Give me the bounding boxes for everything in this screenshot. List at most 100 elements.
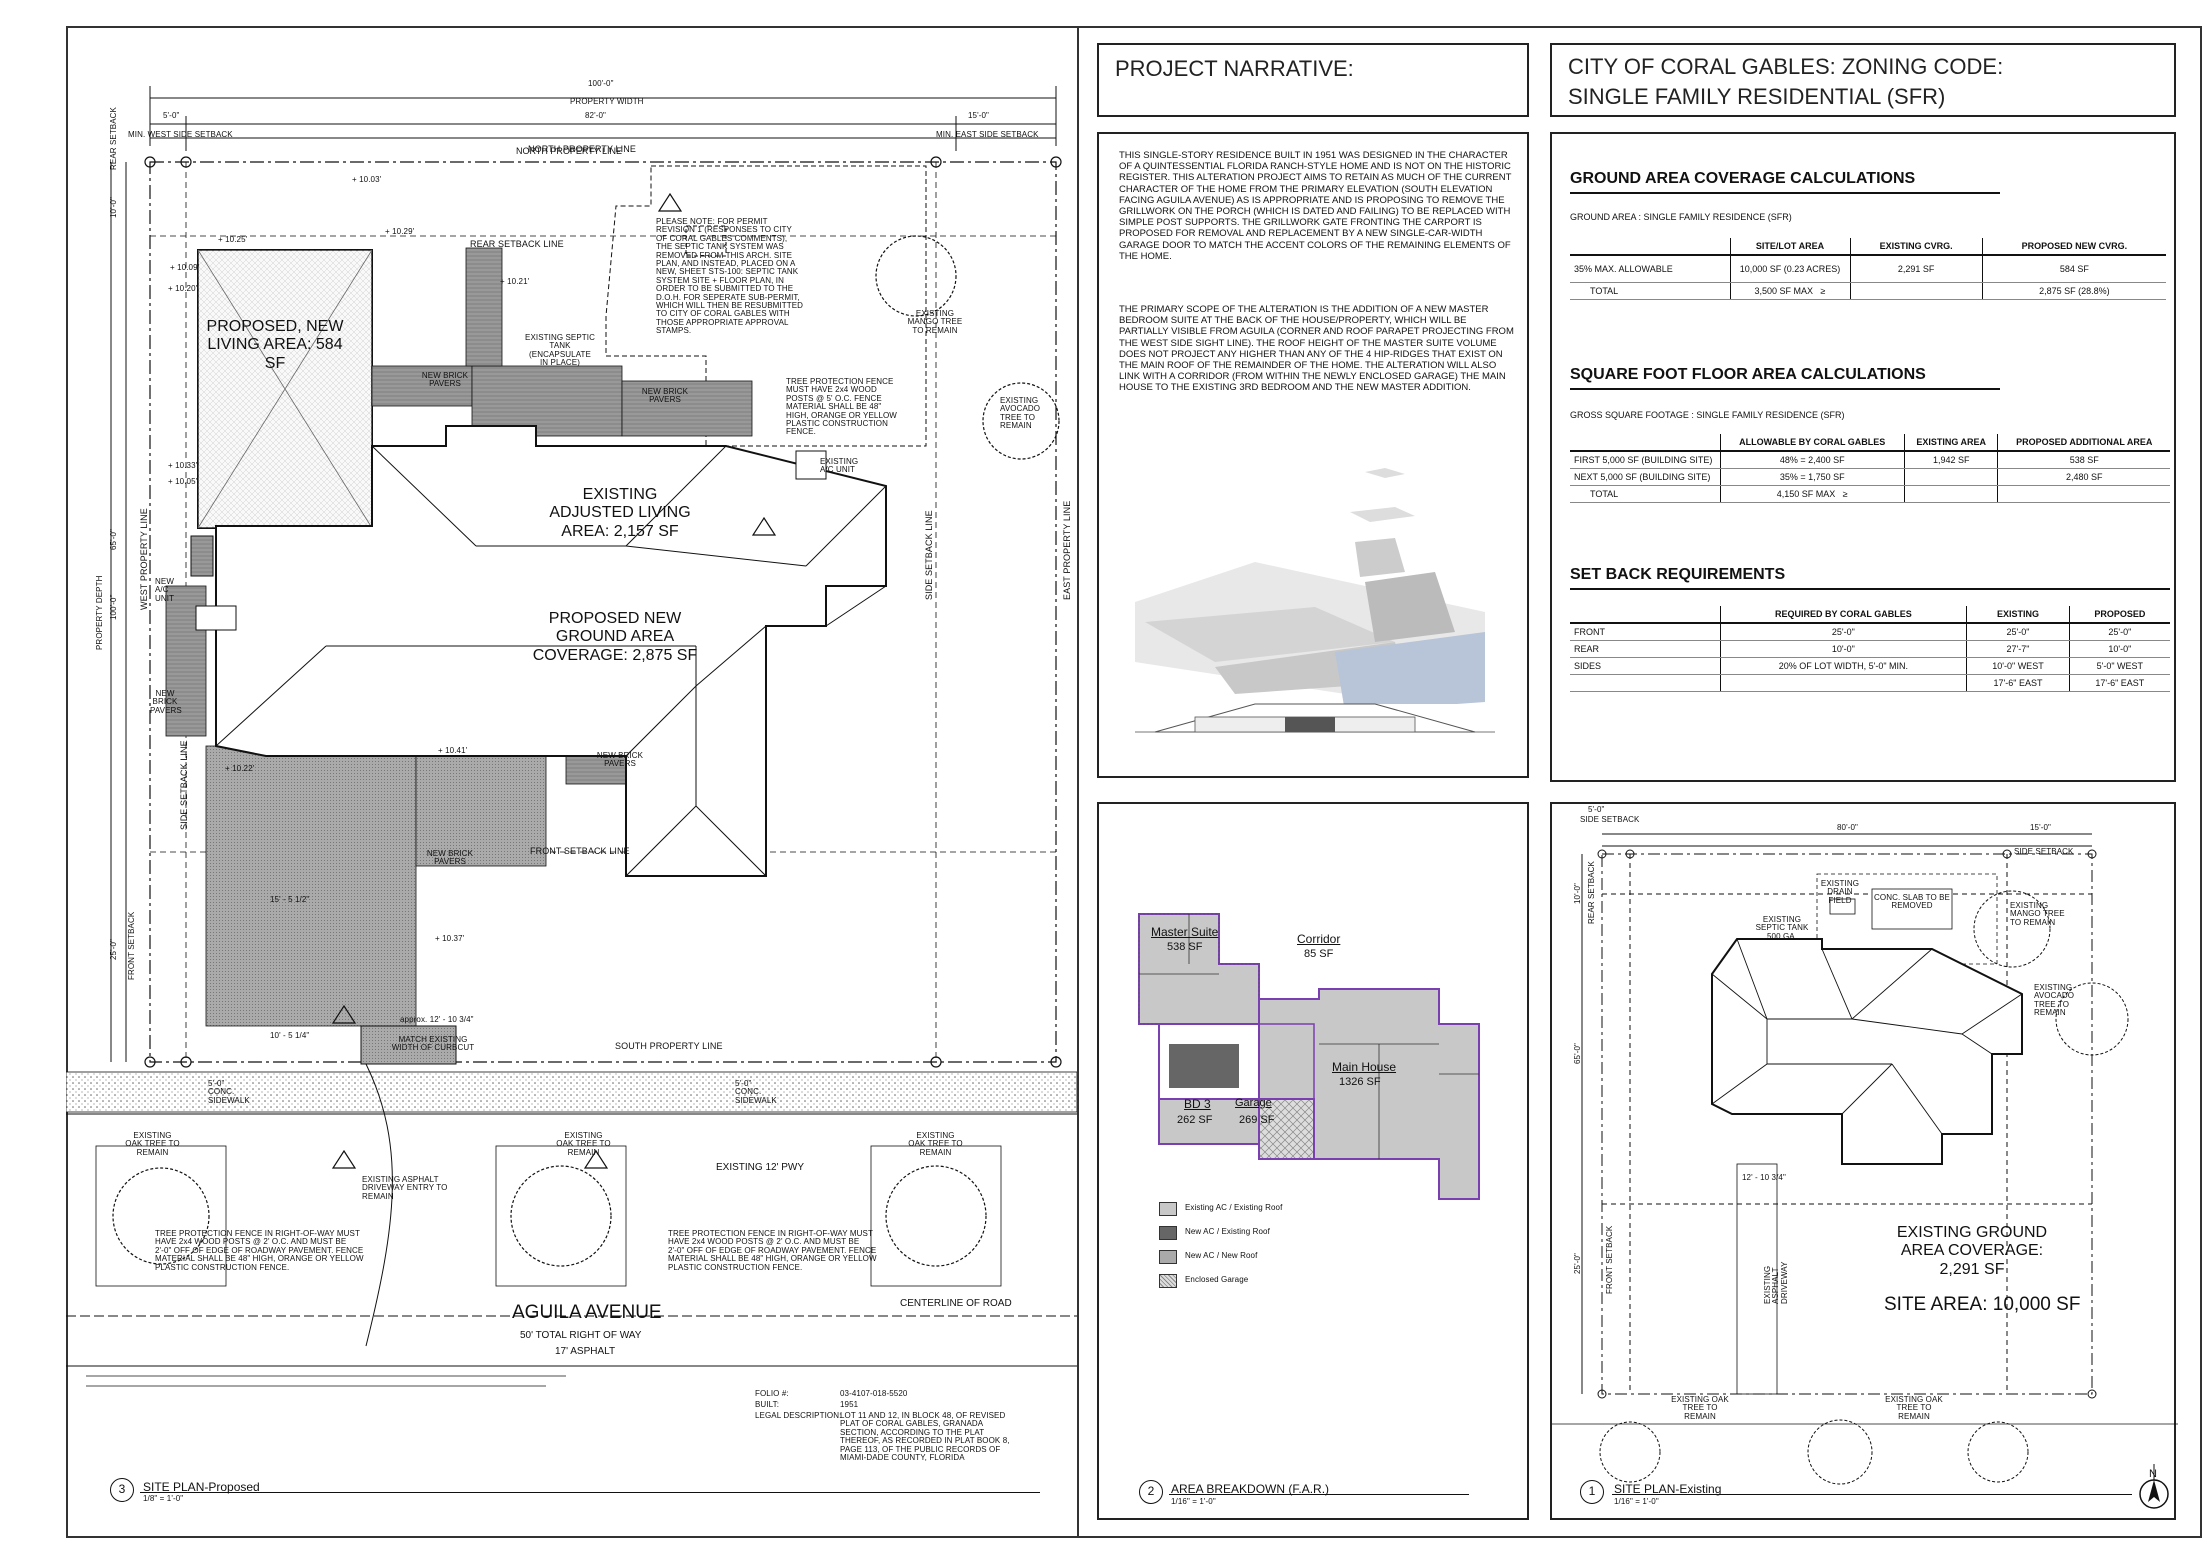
ground-r1c1: 3,500 SF MAX ≥ (1729, 282, 1850, 300)
row-fence-note-left: TREE PROTECTION FENCE IN RIGHT-OF-WAY MU… (155, 1229, 364, 1272)
ground-title-rule (1570, 192, 2000, 194)
existing-scale: 1/16" = 1'-0" (1614, 1497, 1659, 1506)
setback-row: 17'-6" EAST 17'-6" EAST (1570, 674, 2170, 692)
existing-dim-e: 15'-0" (2030, 823, 2051, 832)
existing-avocado: EXISTING AVOCADO TREE TO REMAIN (2034, 983, 2075, 1018)
floor-h2: EXISTING AREA (1903, 434, 1998, 452)
floor-h0 (1570, 434, 1720, 452)
legend-label-2: New AC / Existing Roof (1185, 1227, 1270, 1236)
existing-rear-setback: REAR SETBACK (1587, 861, 1596, 924)
front-setback: FRONT SETBACK (127, 911, 136, 980)
floor-table: ALLOWABLE BY CORAL GABLES EXISTING AREA … (1570, 434, 2170, 503)
narrative-p1: THIS SINGLE-STORY RESIDENCE BUILT IN 195… (1119, 150, 1512, 262)
side-setback-line-east: SIDE SETBACK LINE (924, 510, 934, 600)
existing-front-dim: 25'-0" (1573, 1253, 1582, 1274)
mango-label: EXISTING MANGO TREE TO REMAIN (907, 309, 963, 335)
floor-row: FIRST 5,000 SF (BUILDING SITE) 48% = 2,4… (1570, 451, 2170, 469)
floor-r1c0: NEXT 5,000 SF (BUILDING SITE) (1570, 468, 1720, 486)
floor-h1: ALLOWABLE BY CORAL GABLES (1719, 434, 1905, 452)
north-property-line: NORTH PROPERTY LINE (528, 144, 636, 154)
setback-r1c3: 10'-0" (2068, 640, 2170, 658)
floor-subtitle: GROSS SQUARE FOOTAGE : SINGLE FAMILY RES… (1570, 410, 1845, 420)
ground-row: TOTAL 3,500 SF MAX ≥ 2,875 SF (28.8%) (1570, 282, 2166, 300)
ground-ge: ≥ (1820, 286, 1826, 296)
proposed-north-line-label: NORTH PROPERTY LINE (516, 146, 622, 156)
setback-title-rule (1570, 588, 2170, 590)
drive-width: 15' - 5 1/2" (270, 895, 310, 904)
folio-val-2: 1951 (840, 1400, 859, 1409)
proposed-living-label: PROPOSED, NEW LIVING AREA: 584 SF (206, 318, 344, 372)
property-depth: PROPERTY DEPTH (95, 575, 104, 650)
setback-r2c3: 5'-0" WEST (2068, 657, 2170, 675)
ground-r0c2: 2,291 SF (1849, 255, 1983, 283)
approx-width: approx. 12' - 10 3/4" (400, 1015, 474, 1024)
ground-row: 35% MAX. ALLOWABLE 10,000 SF (0.23 ACRES… (1570, 255, 2166, 283)
ground-h0 (1570, 238, 1730, 256)
ground-r0c3: 584 SF (1981, 255, 2166, 283)
floor-r0c2: 1,942 SF (1903, 451, 1998, 469)
existing-plan-box: SIDE SETBACK 5'-0" 80'-0" 15'-0" SIDE SE… (1550, 802, 2178, 1520)
side-setback-line-west: SIDE SETBACK LINE (179, 740, 189, 830)
ground-r1c1-text: 3,500 SF MAX (1754, 286, 1814, 296)
existing-slab: CONC. SLAB TO BE REMOVED (1874, 893, 1950, 911)
area-title: AREA BREAKDOWN (F.A.R.) (1171, 1482, 1330, 1496)
brick-pavers-3: NEW BRICK PAVERS (596, 751, 644, 769)
master-suite-label: Master Suite (1151, 925, 1219, 939)
existing-driveway: EXISTING ASPHALT DRIVEWAY (1763, 1261, 1789, 1304)
rear-setback: REAR SETBACK (109, 107, 118, 170)
floor-title: SQUARE FOOT FLOOR AREA CALCULATIONS (1570, 366, 1926, 383)
area-breakdown-box: Master Suite 538 SF Corridor 85 SF Main … (1097, 802, 1529, 1520)
narrative-p2: THE PRIMARY SCOPE OF THE ALTERATION IS T… (1119, 304, 1514, 394)
tree-fence-note: TREE PROTECTION FENCE MUST HAVE 2x4 WOOD… (786, 377, 897, 437)
existing-rear-dim: 10'-0" (1573, 883, 1582, 904)
floor-r2c3 (1997, 485, 2170, 503)
bd3-sf: 262 SF (1177, 1114, 1213, 1126)
floor-r2c1: 4,150 SF MAX ≥ (1719, 485, 1905, 503)
existing-side-setback-w: SIDE SETBACK (1580, 815, 1640, 824)
drive-dim: 10' - 5 1/4" (270, 1031, 310, 1040)
floor-row: TOTAL 4,150 SF MAX ≥ (1570, 485, 2170, 503)
ground-h1: SITE/LOT AREA (1729, 238, 1850, 256)
west-property-line: WEST PROPERTY LINE (139, 508, 149, 610)
ground-r0c0: 35% MAX. ALLOWABLE (1570, 255, 1730, 283)
corridor-label: Corridor (1297, 932, 1341, 946)
setback-r2c2: 10'-0" WEST (1966, 657, 2070, 675)
floor-r0c0: FIRST 5,000 SF (BUILDING SITE) (1570, 451, 1720, 469)
floor-header-row: ALLOWABLE BY CORAL GABLES EXISTING AREA … (1570, 434, 2170, 452)
setback-r1c1: 10'-0" (1719, 640, 1967, 658)
elev-7: + 10.41' (438, 746, 468, 755)
floor-row: NEXT 5,000 SF (BUILDING SITE) 35% = 1,75… (1570, 468, 2170, 486)
ground-title: GROUND AREA COVERAGE CALCULATIONS (1570, 170, 1916, 187)
setback-row: FRONT 25'-0" 25'-0" 25'-0" (1570, 623, 2170, 641)
ground-r1c2 (1849, 282, 1983, 300)
existing-dim-mid: 80'-0" (1837, 823, 1858, 832)
north-arrow-label: N (2149, 1468, 2157, 1480)
setback-header-row: REQUIRED BY CORAL GABLES EXISTING PROPOS… (1570, 606, 2170, 624)
setback-r3c1 (1719, 674, 1967, 692)
floor-r1c3: 2,480 SF (1997, 468, 2170, 486)
permit-note: PLEASE NOTE: FOR PERMIT REVISION 1 (RESP… (656, 217, 804, 336)
floor-r2c2 (1903, 485, 1998, 503)
rendering-image (1135, 432, 1495, 752)
setback-row: SIDES 20% OF LOT WIDTH, 5'-0" MIN. 10'-0… (1570, 657, 2170, 675)
elev-2: + 10.29' (385, 227, 415, 236)
legend-swatch-1 (1159, 1202, 1177, 1216)
street-name: AGUILA AVENUE (512, 1302, 662, 1323)
narrative-body-box: THIS SINGLE-STORY RESIDENCE BUILT IN 195… (1097, 132, 1529, 778)
folio-key-2: BUILT: (755, 1400, 780, 1409)
floor-r0c3: 538 SF (1997, 451, 2170, 469)
new-ac-unit-label: NEW A/C UNIT (155, 577, 175, 603)
existing-drive-dim: 12' - 10 3/4" (1742, 1173, 1786, 1182)
setback-r0c3: 25'-0" (2068, 623, 2170, 641)
setback-h1: REQUIRED BY CORAL GABLES (1719, 606, 1967, 624)
pwy-label: EXISTING 12' PWY (716, 1162, 805, 1173)
main-house-label: Main House (1332, 1060, 1397, 1074)
setback-r0c1: 25'-0" (1719, 623, 1967, 641)
setback-r1c0: REAR (1570, 640, 1720, 658)
existing-oak-1: EXISTING OAK TREE TO REMAIN (1671, 1395, 1729, 1421)
master-suite-sf: 538 SF (1167, 941, 1203, 953)
setback-r3c0 (1570, 674, 1720, 692)
corridor-sf: 85 SF (1304, 948, 1334, 960)
front-setback-line: FRONT SETBACK LINE (530, 846, 630, 856)
existing-title-rule (1612, 1494, 2132, 1495)
